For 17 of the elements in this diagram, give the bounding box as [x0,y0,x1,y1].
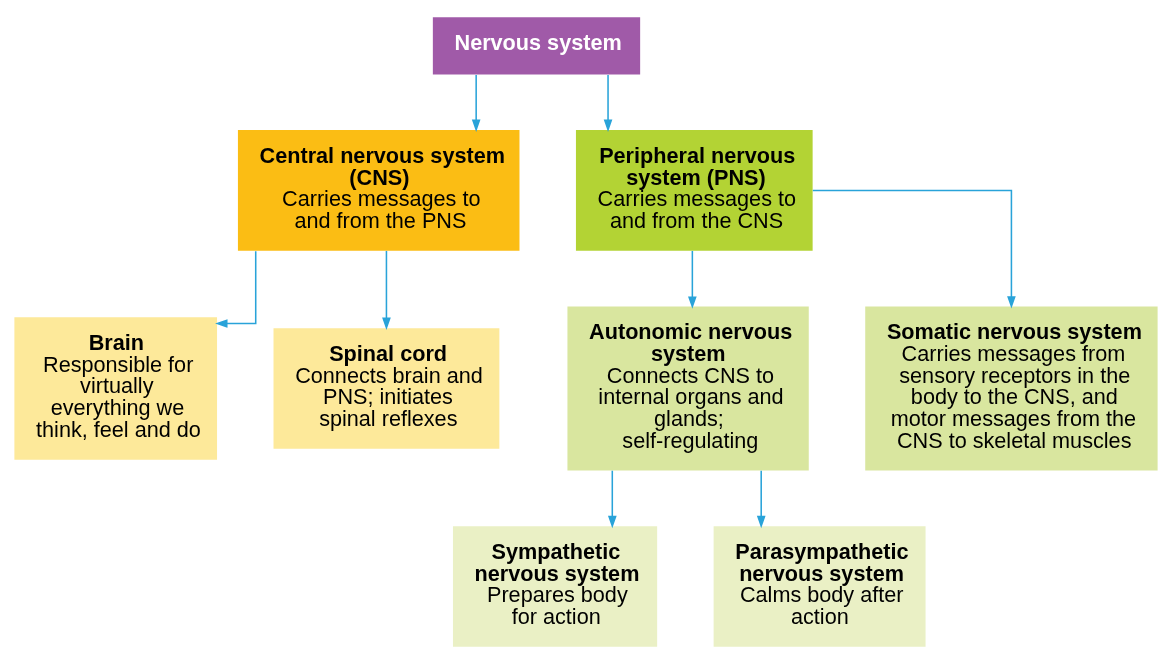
arrow [812,189,1016,309]
node-box: Sympathetic nervous system Prepares body for action [452,525,658,647]
node-box: Autonomic nervous system Connects CNS to internal organs and glands; self-regulating [567,305,809,470]
arrow [382,249,391,330]
arrow [607,469,617,528]
node-box: Parasympathetic nervous system Calms body after action [713,525,926,647]
arrow [603,73,613,132]
node-box: Spinal cord Connects brain and PNS; initiates spinal reflexes [273,327,500,449]
arrow [756,469,766,528]
arrow [215,249,257,328]
arrow [471,73,481,132]
arrow [688,249,697,309]
node-box: Central nervous system (CNS) Carries messages to and from the PNS [237,129,520,251]
node-box: Peripheral nervous system (PNS) Carries messages to and from the CNS [575,129,813,251]
node-box: Nervous system [432,16,641,74]
node-box: Brain Responsible for virtually everything we think, feel and do [14,316,218,460]
node-box: Somatic nervous system Carries messages from sensory receptors in the body to the CNS, and motor messages from the CNS to skeletal muscles [865,305,1158,470]
